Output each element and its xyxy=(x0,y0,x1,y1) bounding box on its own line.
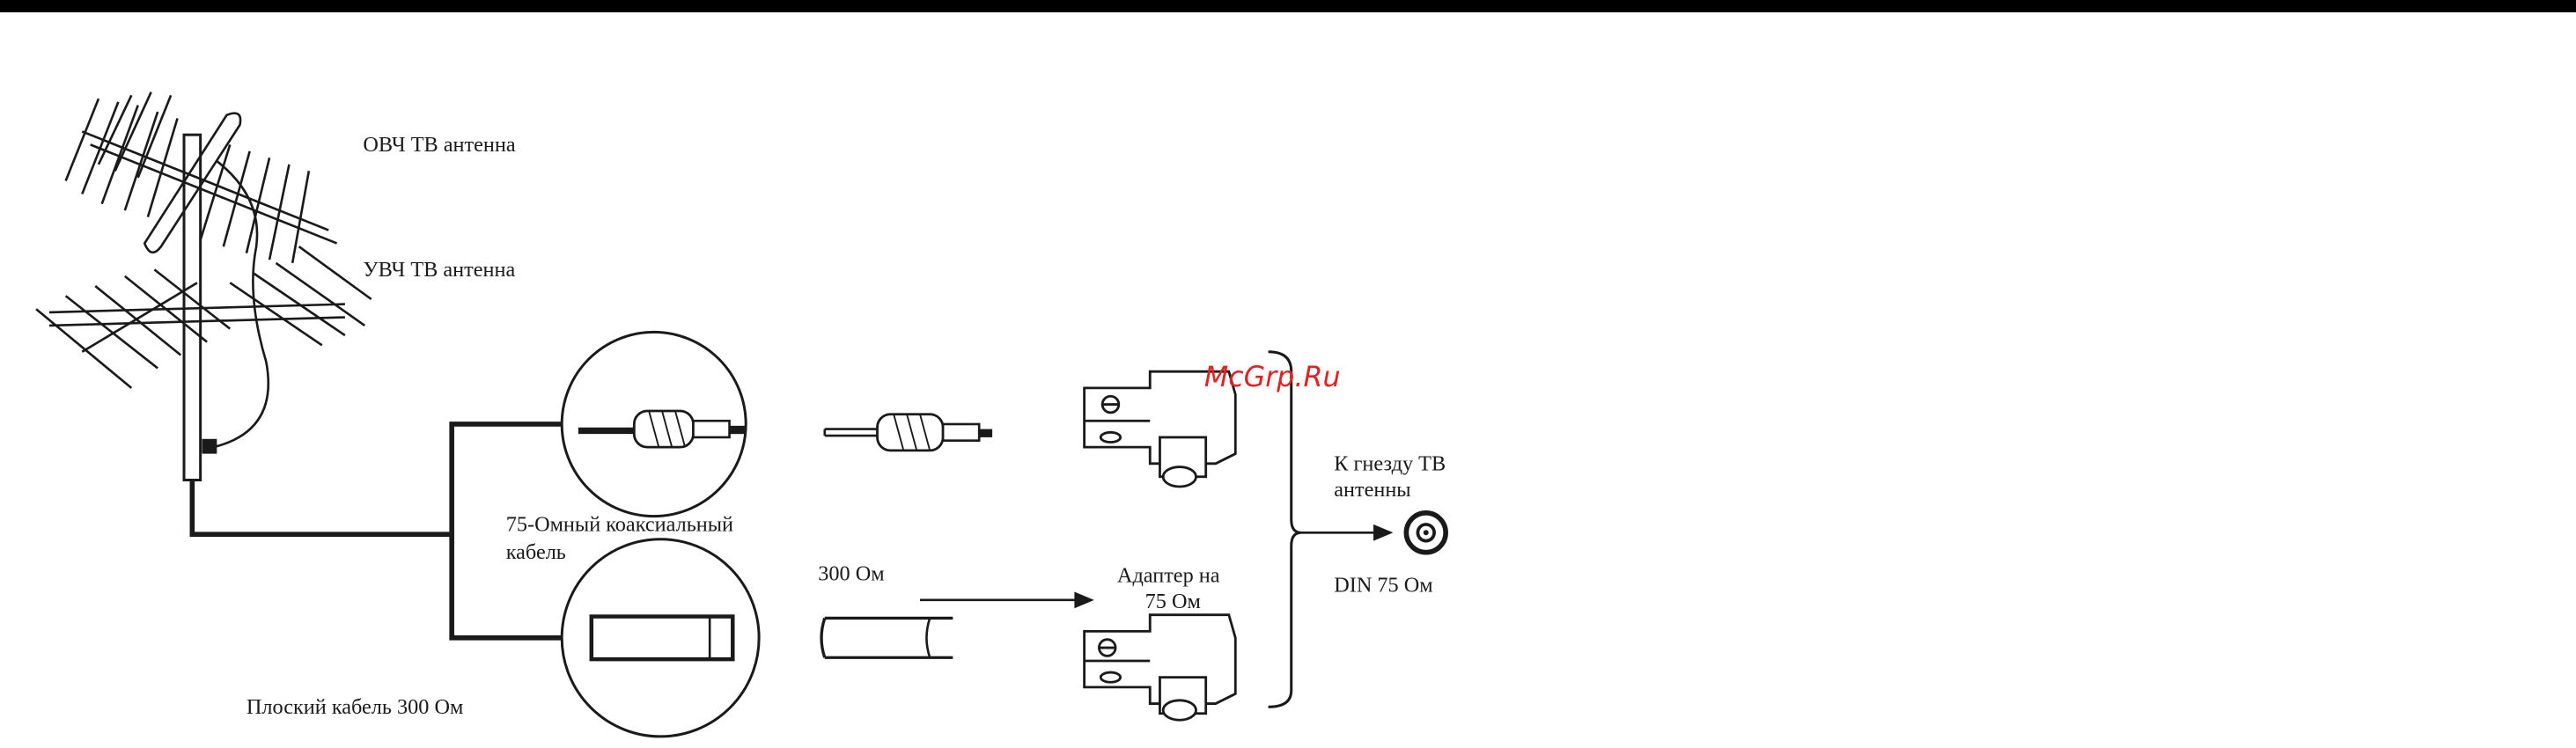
mast-connector xyxy=(202,439,217,454)
flat-cable-label: Плоский кабель 300 Ом xyxy=(247,695,463,719)
din-label: DIN 75 Ом xyxy=(1334,574,1432,598)
antenna-icon xyxy=(36,92,372,480)
vhf-antenna-label: ОВЧ ТВ антенна xyxy=(363,133,515,157)
uhf-antenna-label: УВЧ ТВ антенна xyxy=(363,258,515,282)
adapter-label-line2: 75 Ом xyxy=(1145,590,1201,613)
arrow-icon xyxy=(1301,524,1394,541)
adapter-label-line1: Адаптер на xyxy=(1117,563,1220,587)
flat-cable-magnifier xyxy=(562,539,759,737)
coax-cable-label-line1: 75-Омный коаксиальный xyxy=(506,512,733,536)
to-socket-label-line2: антенны xyxy=(1334,478,1410,502)
coax-cable-label-line2: кабель xyxy=(506,540,566,564)
flat-cable-icon xyxy=(821,618,953,657)
coax-plug-icon xyxy=(825,414,992,451)
arrow-icon xyxy=(920,592,1094,609)
watermark: McGrp.Ru xyxy=(1204,362,1341,393)
coax-cable-magnifier xyxy=(562,332,746,516)
din-socket-icon xyxy=(1406,513,1446,553)
adapter-icon xyxy=(1085,615,1236,721)
grouping-brace xyxy=(1269,352,1301,708)
to-socket-label-line1: К гнезду ТВ xyxy=(1334,451,1446,475)
ohm-300-label: 300 Ом xyxy=(818,561,884,585)
